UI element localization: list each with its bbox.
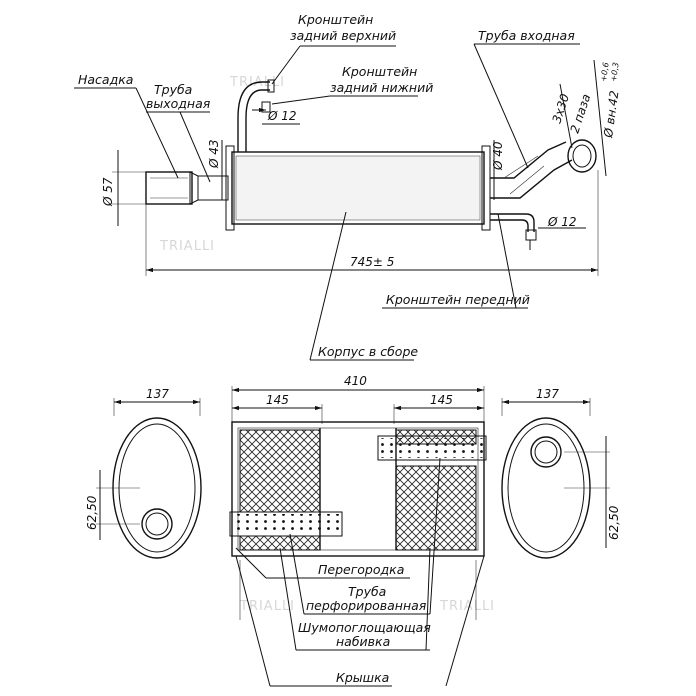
inlet-pipe <box>490 141 567 179</box>
d43-dimension: Ø 43 <box>207 139 221 169</box>
leader-bracket-lower <box>271 95 331 105</box>
label-partition: Перегородка <box>318 562 404 577</box>
muffler-body <box>231 151 485 225</box>
section-shell <box>231 421 485 557</box>
leader-cover <box>235 555 271 687</box>
watermark: TRIALLI <box>439 599 495 614</box>
label-perforated-pipe: Труба <box>348 584 386 599</box>
label-bracket-lower-2: задний нижний <box>330 80 433 95</box>
label-absorbing-packing: Шумопоглощающая <box>298 620 431 635</box>
label-absorbing-packing-2: набивка <box>336 634 390 649</box>
w137-left-dimension: 137 <box>146 387 169 401</box>
absorbing-packing-left <box>239 429 321 513</box>
inlet-hole <box>530 436 562 468</box>
label-outlet-pipe: Труба <box>154 82 192 97</box>
inlet-pipe-end <box>567 139 597 173</box>
label-inlet-pipe: Труба входная <box>478 28 575 43</box>
watermark: TRIALLI <box>239 599 295 614</box>
w145-right-dimension: 145 <box>430 393 453 407</box>
d57-dimension: Ø 57 <box>101 177 115 207</box>
flange-right <box>481 145 491 231</box>
perforated-pipe-inlet <box>377 435 487 461</box>
slots-dimension: 3x30 <box>550 92 573 125</box>
label-cover: Крышка <box>336 670 389 685</box>
label-bracket-front: Кронштейн передний <box>386 292 530 307</box>
side-view: 745± 5 Ø 57 Ø 43 Ø 40 Ø 12 Ø 12 3x30 2 п… <box>74 12 622 361</box>
d40-dimension: Ø 40 <box>491 141 505 171</box>
flange-left <box>225 145 235 231</box>
label-bracket-upper: Кронштейн <box>298 12 373 27</box>
outlet-hole <box>141 508 173 540</box>
d12-top-dimension: Ø 12 <box>267 109 297 123</box>
section-view: 410 145 145 Перегородка Тр <box>229 374 487 687</box>
bracket-front <box>490 213 535 232</box>
w410-dimension: 410 <box>344 374 367 388</box>
leader-bracket-upper <box>271 45 301 85</box>
w137-right-dimension: 137 <box>536 387 559 401</box>
leader-bracket-front <box>497 213 517 309</box>
label-outlet-pipe-2: выходная <box>146 96 211 111</box>
inner-diameter-tol-lower: +0,3 <box>609 62 621 83</box>
inner-diameter: Ø вн.42 <box>601 90 622 140</box>
watermark: TRIALLI <box>159 239 215 254</box>
leader-absorbing-packing <box>279 547 297 651</box>
perforated-pipe-outlet <box>229 511 343 537</box>
absorbing-packing-right <box>395 465 477 551</box>
bracket-rear-lower <box>261 101 271 113</box>
label-perforated-pipe-2: перфорированная <box>306 598 427 613</box>
label-bracket-upper-2: задний верхний <box>290 28 396 43</box>
inner-diameter-tol-upper: +0,6 <box>599 62 611 83</box>
leader-partition <box>235 547 267 579</box>
label-bracket-lower: Кронштейн <box>342 64 417 79</box>
h6250-left-dimension: 62,50 <box>85 495 99 530</box>
label-nozzle: Насадка <box>78 72 133 87</box>
d12-right-dimension: Ø 12 <box>547 215 577 229</box>
w145-left-dimension: 145 <box>266 393 289 407</box>
leader-perforated-pipe <box>289 533 305 615</box>
nozzle <box>145 171 193 205</box>
length-dimension: 745± 5 <box>350 255 394 269</box>
bracket-rear-upper <box>245 89 270 152</box>
outlet-pipe <box>197 175 229 201</box>
h6250-right-dimension: 62,50 <box>607 505 621 540</box>
leader-body <box>309 211 347 361</box>
muffler-body-inner <box>235 155 481 221</box>
end-view-right: 137 62,50 <box>501 387 621 559</box>
label-body: Корпус в сборе <box>318 344 418 359</box>
end-view-left: 137 62,50 <box>85 387 202 559</box>
